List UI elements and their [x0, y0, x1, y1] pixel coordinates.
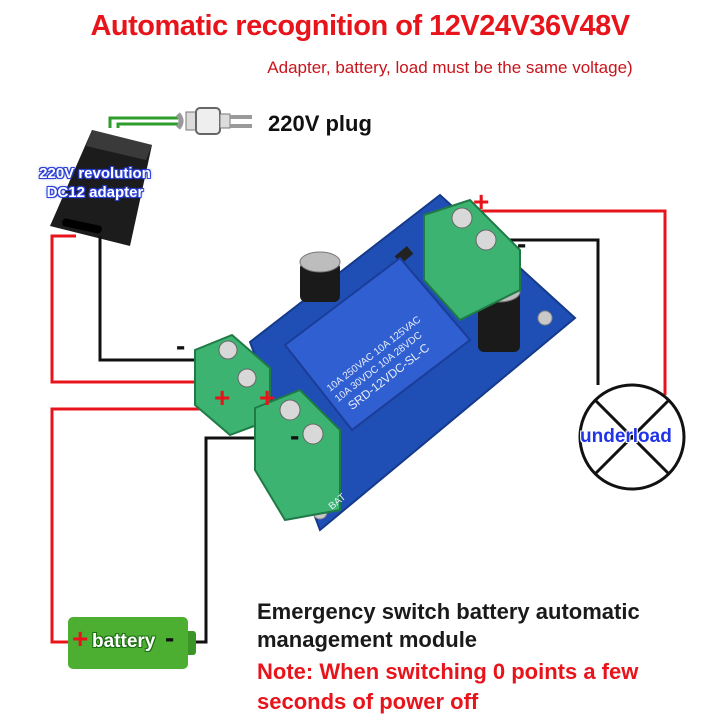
output-minus-sign: -	[517, 228, 527, 259]
page-title: Automatic recognition of 12V24V36V48V	[90, 10, 630, 42]
battery-minus-sign: -	[165, 622, 175, 653]
note-line2: seconds of power off	[257, 689, 479, 714]
description-line2: management module	[257, 627, 478, 652]
terminal-block-battery	[254, 388, 341, 522]
input-minus-sign: -	[176, 330, 186, 361]
relay: 10A 250VAC 10A 125VAC 10A 30VDC 10A 28VD…	[283, 256, 472, 432]
module-description: Emergency switch battery automatic manag…	[257, 598, 640, 654]
page-subtitle: Adapter, battery, load must be the same …	[267, 58, 633, 77]
battery-plus-terminal-sign: +	[259, 382, 276, 413]
output-plus-sign: +	[473, 186, 490, 217]
battery-label: battery	[92, 631, 156, 652]
battery-minus-terminal-sign: -	[290, 420, 300, 451]
adapter-label-line2: DC12 adapter	[46, 184, 144, 201]
load-label: underload	[580, 426, 672, 447]
dc-adapter	[50, 130, 152, 246]
battery-cap	[188, 631, 196, 655]
switching-note: Note: When switching 0 points a few seco…	[257, 657, 677, 717]
load-lamp-icon	[578, 383, 686, 491]
capacitor-1	[299, 251, 341, 302]
battery-plus-sign: +	[72, 623, 89, 654]
ac-plug	[108, 107, 252, 135]
note-line1: Note: When switching 0 points a few	[257, 659, 639, 684]
description-line1: Emergency switch battery automatic	[257, 599, 640, 624]
battery-icon	[68, 617, 188, 669]
adapter-label: 220V revolution DC12 adapter	[10, 164, 180, 202]
input-plus-sign: +	[214, 382, 231, 413]
plug-label: 220V plug	[268, 111, 372, 136]
adapter-label-line1: 220V revolution	[39, 165, 151, 182]
terminal-block-output	[423, 198, 521, 322]
